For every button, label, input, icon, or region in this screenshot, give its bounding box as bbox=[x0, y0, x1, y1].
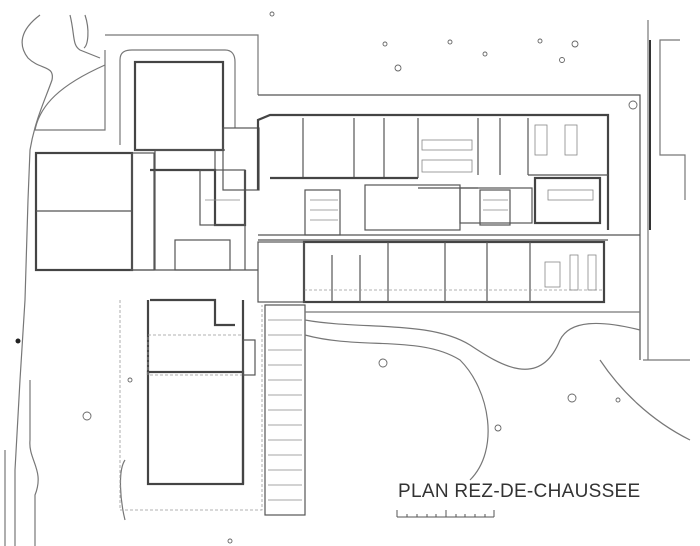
drawing-title: PLAN REZ-DE-CHAUSSEE bbox=[398, 481, 641, 502]
south-wing bbox=[146, 298, 245, 486]
building-enclosure bbox=[119, 94, 641, 511]
parking-strip bbox=[242, 304, 306, 516]
service-core bbox=[304, 184, 511, 236]
north-lab-block bbox=[133, 60, 260, 191]
site-right-boundary bbox=[643, 20, 690, 361]
tree-markers bbox=[15, 11, 638, 544]
east-wing-south-rooms bbox=[257, 240, 606, 304]
left-wing bbox=[34, 151, 155, 272]
site-boundary bbox=[4, 14, 259, 546]
terrain-paths bbox=[304, 311, 691, 481]
lab-benches bbox=[421, 124, 594, 201]
east-wing-north-rooms bbox=[256, 113, 610, 230]
scale-bar bbox=[396, 510, 495, 518]
central-hall bbox=[130, 168, 258, 271]
corridor bbox=[258, 234, 640, 241]
